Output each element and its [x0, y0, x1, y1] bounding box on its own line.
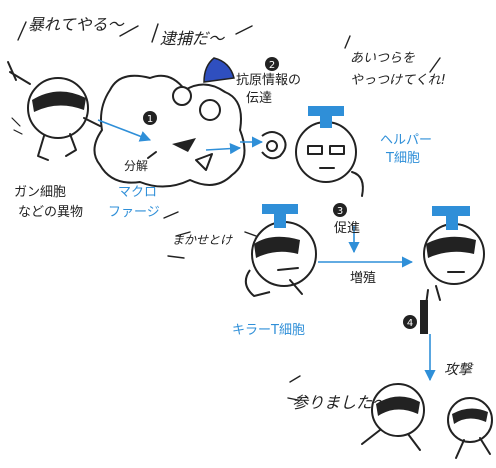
label-zoshoku: 増殖 — [350, 270, 376, 286]
label-kogeki: 攻撃 — [444, 362, 474, 378]
cancer-cell-character — [7, 61, 101, 161]
label-killer: キラーT細胞 — [232, 323, 305, 338]
defeated-cancer-cells — [361, 383, 493, 459]
helper-t-cell-character — [261, 106, 364, 197]
label-bunkai: 分解 — [124, 159, 148, 173]
killer-t-cell-2-character — [420, 206, 485, 334]
step-markers: 1 2 3 4 — [143, 57, 417, 329]
label-macro: マクロファージ — [108, 185, 160, 220]
text-labels: 暴れてやる〜 逮捕だ〜 あいつらをやっつけてくれ! 抗原情報の伝達 分解 ヘルパ… — [14, 15, 474, 412]
speech-lines — [17, 21, 441, 401]
killer-t-cell-character — [244, 204, 317, 297]
step-1: 1 — [147, 114, 153, 125]
step-3: 3 — [337, 206, 343, 217]
flow-arrows — [97, 119, 436, 382]
label-makasete: まかせとけ — [172, 233, 233, 247]
label-gan: ガン細胞などの異物 — [14, 185, 83, 220]
label-taiho: 逮捕だ〜 — [160, 29, 226, 48]
step-2: 2 — [269, 60, 275, 71]
label-yattsukete: あいつらをやっつけてくれ! — [350, 51, 446, 88]
label-abareteru: 暴れてやる〜 — [28, 15, 126, 34]
label-kogen: 抗原情報の伝達 — [236, 73, 301, 106]
label-sokushin: 促進 — [334, 221, 360, 236]
step-4: 4 — [407, 318, 413, 329]
macrophage-character — [93, 57, 246, 188]
label-mairimashita: 参りました〜 — [292, 393, 390, 412]
